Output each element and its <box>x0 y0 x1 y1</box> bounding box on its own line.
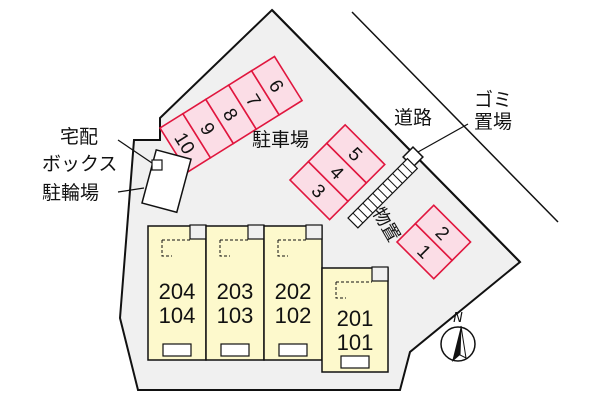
north-label: N <box>453 311 463 326</box>
parking-space-4: 4 <box>307 142 368 203</box>
parking-row-right: 12 <box>395 204 472 280</box>
garbage-label-line2: 置場 <box>474 111 512 133</box>
parking-space-10: 10 <box>158 112 212 174</box>
garbage-leader <box>417 123 469 153</box>
bicycle-label: 駐輪場 <box>42 182 99 204</box>
parking-space-5: 5 <box>325 123 386 184</box>
parking-space-6: 6 <box>250 55 304 116</box>
parking-space-9: 9 <box>181 98 235 159</box>
storage-shed <box>347 157 419 229</box>
road-boundary <box>271 9 521 263</box>
north-arrow: N <box>440 311 476 362</box>
delivery-label-line1: 宅配 <box>60 126 98 148</box>
delivery-leader <box>117 139 153 164</box>
unit-number-upper: 204 <box>159 279 196 304</box>
unit-number-lower: 104 <box>159 303 196 328</box>
road-label: 道路 <box>394 107 432 129</box>
garbage-label-line1: ゴミ <box>474 89 512 111</box>
parking-space-3: 3 <box>288 160 350 221</box>
unit-number-upper: 203 <box>217 279 254 304</box>
unit-number-lower: 102 <box>275 303 312 328</box>
parking-row-middle: 345 <box>288 123 386 221</box>
road-line <box>351 11 559 223</box>
unit-number-lower: 101 <box>337 330 374 355</box>
parking-space-2: 2 <box>414 204 472 262</box>
delivery-label-line2: ボックス <box>42 153 117 175</box>
unit-number-upper: 202 <box>275 279 312 304</box>
unit-number-upper: 201 <box>337 306 374 331</box>
delivery-box <box>151 159 163 171</box>
parking-space-8: 8 <box>204 83 258 145</box>
unit-number-lower: 103 <box>217 303 254 328</box>
bicycle-leader <box>117 187 145 193</box>
parking-label: 駐車場 <box>252 129 309 151</box>
